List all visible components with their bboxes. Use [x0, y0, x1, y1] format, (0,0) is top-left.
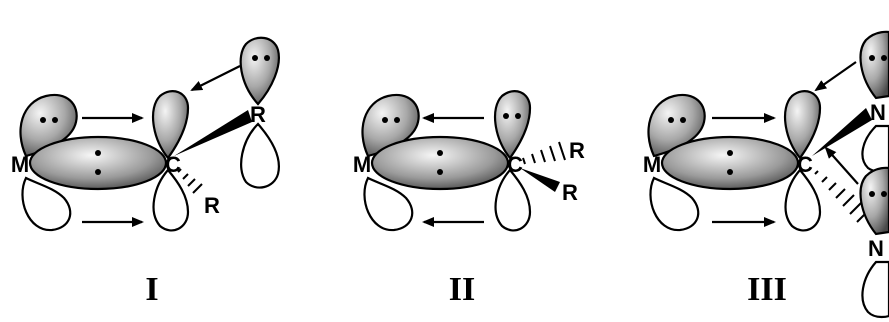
lone-pair-dot	[382, 117, 388, 123]
sigma-pair-dot	[727, 169, 733, 175]
substituent-label: R	[569, 138, 585, 163]
hashed-bond	[522, 141, 566, 165]
lone-pair-dot	[680, 117, 686, 123]
lone-pair-dot	[264, 55, 270, 61]
carbon-label: C	[797, 152, 813, 177]
substituent-label: N	[868, 236, 884, 261]
lone-pair-dot	[52, 117, 58, 123]
carbon-p-lobe-upper	[784, 90, 822, 160]
substituent-label: R	[250, 102, 266, 127]
lone-pair-dot	[881, 55, 887, 61]
lone-pair-dot	[869, 191, 875, 197]
lone-pair-dot	[503, 113, 509, 119]
metal-d-lobe-lower	[649, 176, 700, 232]
panel-label: II	[449, 271, 475, 308]
metal-label: M	[643, 152, 661, 177]
lone-pair-dot	[515, 113, 521, 119]
carbon-p-lobe-upper	[152, 90, 190, 160]
carbon-p-lobe-lower	[152, 168, 190, 232]
lone-pair-dot	[881, 191, 887, 197]
substituent-label: N	[870, 100, 886, 125]
lone-pair-dot	[668, 117, 674, 123]
n-donor-lobe-upper	[859, 166, 889, 236]
r-lobe-lower	[240, 122, 280, 189]
n-lobe-lower	[861, 124, 889, 173]
wedge-bond	[174, 110, 252, 156]
n-donor-lobe-upper	[859, 30, 889, 100]
sigma-pair-dot	[95, 150, 101, 156]
wedge-bond	[520, 168, 560, 192]
n-lobe-lower	[861, 260, 889, 319]
substituent-label: R	[204, 193, 220, 218]
wedge-bond	[812, 108, 872, 156]
metal-d-lobe-lower	[363, 176, 414, 232]
n-donation-arrow	[824, 146, 859, 185]
panel-3: M C N N III	[643, 30, 889, 319]
carbon-p-lobe-upper	[494, 90, 532, 160]
substituent-label: R	[562, 180, 578, 205]
r-donation-arrow	[190, 65, 241, 91]
carbon-p-lobe-lower	[784, 168, 822, 232]
n-donation-arrow	[814, 61, 857, 92]
sigma-pair-dot	[437, 169, 443, 175]
sigma-bond-orbital	[660, 135, 800, 191]
panel-label: I	[145, 271, 158, 308]
carbon-label: C	[165, 152, 181, 177]
lone-pair-dot	[252, 55, 258, 61]
sigma-bond-orbital	[370, 135, 510, 191]
r-donor-lobe-upper	[239, 36, 280, 106]
panel-1: M C R R I	[11, 36, 280, 308]
panel-2: M C R R II	[353, 90, 585, 308]
lone-pair-dot	[40, 117, 46, 123]
lone-pair-dot	[394, 117, 400, 123]
lone-pair-dot	[869, 55, 875, 61]
carbon-label: C	[507, 152, 523, 177]
metal-label: M	[353, 152, 371, 177]
sigma-pair-dot	[95, 169, 101, 175]
hashed-bond	[177, 168, 203, 194]
sigma-pair-dot	[727, 150, 733, 156]
carbon-p-lobe-lower	[494, 168, 532, 232]
sigma-pair-dot	[437, 150, 443, 156]
sigma-bond-orbital	[28, 135, 168, 191]
panel-label: III	[747, 271, 787, 308]
metal-d-lobe-lower	[21, 176, 72, 232]
metal-label: M	[11, 152, 29, 177]
